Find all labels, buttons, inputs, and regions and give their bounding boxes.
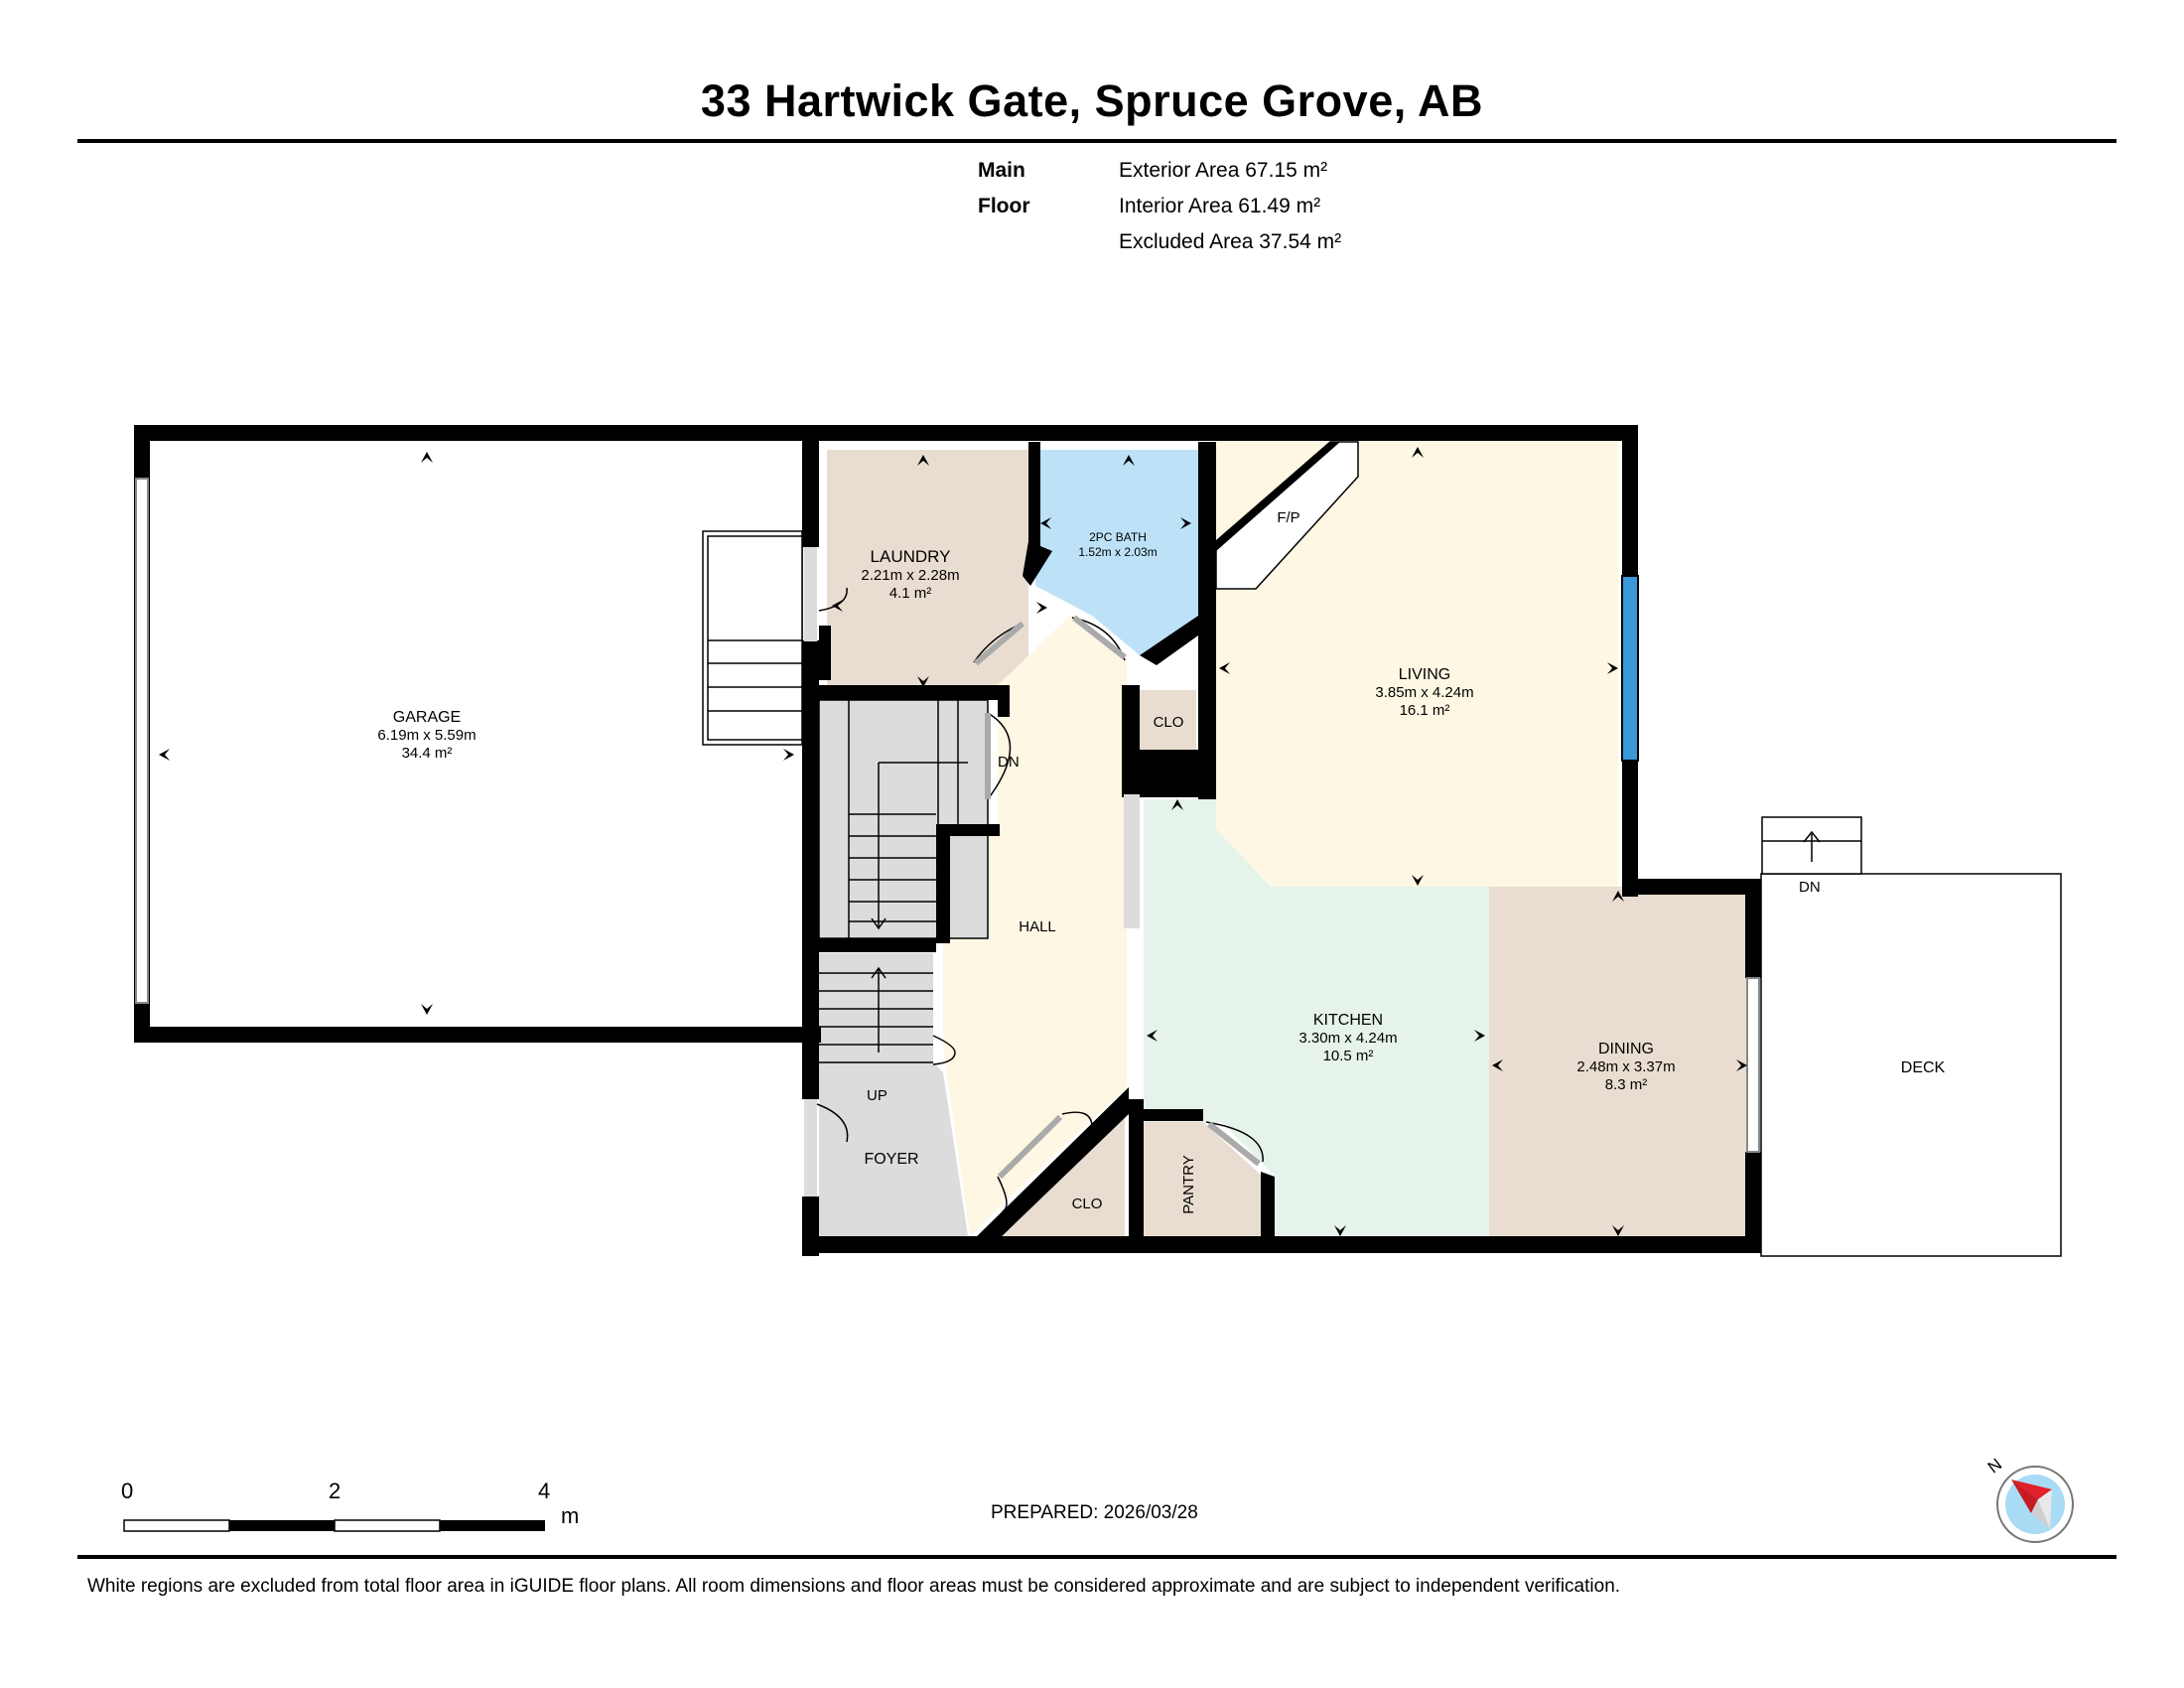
prepared-date: PREPARED: 2026/03/28 <box>991 1502 1198 1523</box>
garage-dims: 6.19m x 5.59m <box>377 727 476 744</box>
closet-lower-label: CLO <box>1072 1196 1103 1212</box>
deck <box>1760 873 2062 1257</box>
excluded-area: Excluded Area 37.54 m² <box>1119 230 1342 253</box>
floor-name: Main Floor <box>978 159 1030 217</box>
stairs-down-fill <box>819 700 988 938</box>
kitchen-dims: 3.30m x 4.24m <box>1298 1030 1397 1047</box>
laundry-dims: 2.21m x 2.28m <box>861 567 959 584</box>
stairs-up <box>819 968 956 1065</box>
dining-name: DINING <box>1598 1041 1654 1057</box>
kitchen-opening <box>1124 794 1140 928</box>
dining-dims: 2.48m x 3.37m <box>1576 1058 1675 1075</box>
bath-name: 2PC BATH <box>1089 530 1147 544</box>
dining-area: 8.3 m² <box>1605 1076 1648 1093</box>
laundry-name: LAUNDRY <box>871 547 951 566</box>
dining-fill <box>1489 887 1749 1236</box>
dimension-arrows <box>159 447 1747 1236</box>
door-panels <box>974 615 1261 1180</box>
pantry-label: PANTRY <box>1180 1155 1197 1213</box>
garage-fill <box>149 440 804 1027</box>
scale-unit: m <box>561 1503 580 1528</box>
kitchen-name: KITCHEN <box>1313 1012 1383 1029</box>
page-title: 33 Hartwick Gate, Spruce Grove, AB <box>700 75 1484 126</box>
garage-laundry-door <box>804 547 817 641</box>
garage-area: 34.4 m² <box>402 745 453 762</box>
front-door <box>804 1099 817 1196</box>
laundry-area: 4.1 m² <box>889 585 932 602</box>
door-swings <box>816 587 1264 1212</box>
living-area: 16.1 m² <box>1400 702 1450 719</box>
stairs-up-label: UP <box>867 1087 887 1104</box>
fireplace-label: F/P <box>1277 509 1299 526</box>
exterior-area: Exterior Area 67.15 m² <box>1119 159 1328 182</box>
dining-door <box>1746 977 1760 1153</box>
deck-stairs-label: DN <box>1799 879 1821 896</box>
scale-tick-2: 2 <box>329 1478 341 1503</box>
stairs-up-arrow <box>871 966 887 979</box>
scale-bar <box>123 1519 545 1532</box>
deck-stairs-arrowhead <box>1803 830 1821 843</box>
closet-upper-label: CLO <box>1154 714 1184 731</box>
garage-name: GARAGE <box>393 709 461 726</box>
stairs-down-label: DN <box>998 754 1020 771</box>
foyer-label: FOYER <box>864 1151 918 1168</box>
hall-label: HALL <box>1019 918 1056 935</box>
header-rule <box>77 139 2116 143</box>
living-dims: 3.85m x 4.24m <box>1375 684 1473 701</box>
pantry-fill <box>1144 1122 1263 1236</box>
bath-dims: 1.52m x 2.03m <box>1078 545 1157 559</box>
hall-fill <box>943 616 1127 1236</box>
living-fill <box>1216 442 1618 887</box>
compass-label: N <box>1984 1455 2005 1477</box>
living-name: LIVING <box>1399 666 1450 683</box>
bath-fill <box>1035 450 1198 655</box>
stairs-down-arrow <box>871 917 887 930</box>
deck-label: DECK <box>1901 1059 1946 1076</box>
garage-stairs <box>702 530 803 746</box>
footer-rule <box>77 1555 2116 1559</box>
foyer-fill <box>819 1062 968 1236</box>
footer-note: White regions are excluded from total fl… <box>87 1576 1621 1597</box>
interior-area: Interior Area 61.49 m² <box>1119 195 1321 217</box>
scale-tick-4: 4 <box>538 1478 551 1503</box>
stairs-up-fill <box>819 953 933 1062</box>
fireplace-hearth <box>1216 442 1340 551</box>
compass-icon <box>1996 1466 2074 1543</box>
living-window <box>1621 575 1639 762</box>
stairs-down <box>818 699 989 939</box>
walls <box>134 425 1761 1256</box>
garage-door <box>135 478 149 1004</box>
scale-tick-0: 0 <box>121 1478 134 1503</box>
closet-upper-fill <box>1140 690 1196 750</box>
kitchen-area: 10.5 m² <box>1323 1048 1374 1064</box>
